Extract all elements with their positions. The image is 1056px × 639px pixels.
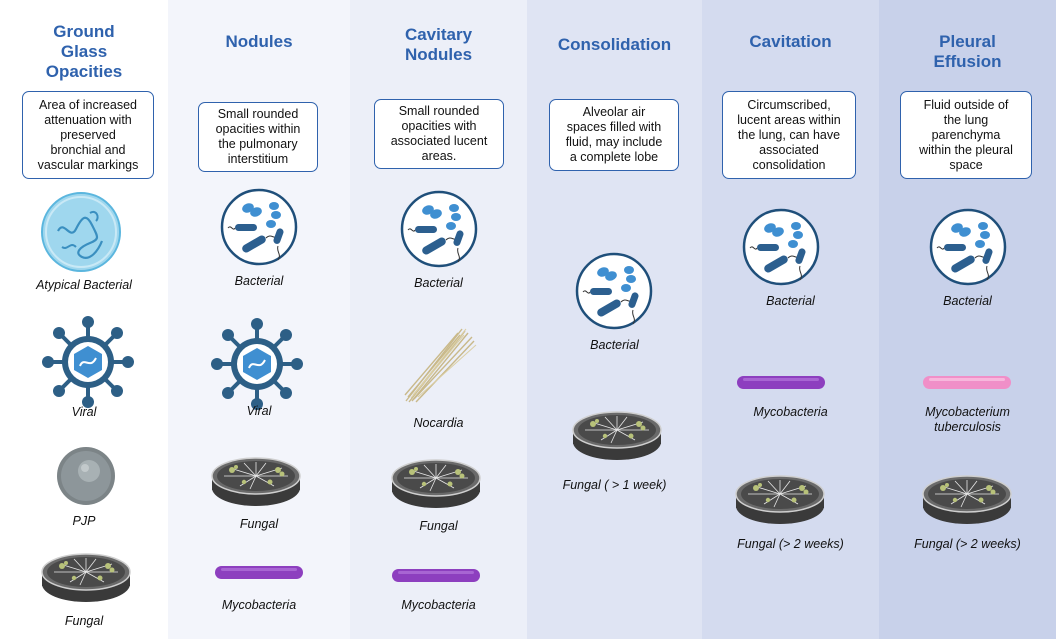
atypical-bacteria-icon [41,192,121,272]
virus-icon [42,316,134,408]
petri-dish-fungal-icon [922,475,1012,524]
bacteria-circle-icon [742,208,820,286]
caption-fungal-2-weeks: Fungal (> 2 weeks) [737,537,844,551]
caption-bacterial: Bacterial [766,294,815,308]
pjp-cell-icon [57,447,115,505]
heading-ground-glass-opacities: Ground Glass Opacities [45,22,123,81]
mycobacterium-tuberculosis-rod-icon [923,376,1011,389]
heading-pleural-effusion: Pleural Effusion [933,32,1002,71]
bacteria-circle-icon [575,252,653,330]
virus-icon [211,318,303,410]
caption-bacterial: Bacterial [234,274,284,288]
caption-mycobacteria: Mycobacteria [753,405,828,419]
caption-pjp: PJP [72,514,96,528]
petri-dish-fungal-icon [211,457,301,506]
caption-viral: Viral [71,405,97,419]
heading-cavitation: Cavitation [749,32,832,51]
caption-bacterial: Bacterial [414,276,463,290]
caption-nocardia: Nocardia [413,416,464,430]
caption-fungal: Fungal [239,517,279,531]
caption-fungal-1-week: Fungal ( > 1 week) [562,478,667,492]
description-pleural-effusion: Fluid outside of the lung parenchyma wit… [900,91,1032,179]
caption-viral: Viral [246,404,272,418]
caption-atypical-bacterial: Atypical Bacterial [36,278,132,292]
caption-fungal: Fungal [419,519,458,533]
bacteria-circle-icon [400,190,478,268]
description-nodules: Small rounded opacities within the pulmo… [198,102,318,172]
caption-fungal-2-weeks: Fungal (> 2 weeks) [914,537,1021,551]
caption-mycobacteria: Mycobacteria [221,598,297,612]
caption-bacterial: Bacterial [943,294,992,308]
caption-bacterial: Bacterial [590,338,639,352]
petri-dish-fungal-icon [735,475,825,524]
petri-dish-fungal-icon [41,553,131,602]
heading-nodules: Nodules [225,32,293,51]
nocardia-filaments-icon [404,328,477,403]
petri-dish-fungal-icon [572,411,662,460]
mycobacteria-rod-icon [737,376,825,389]
caption-mycobacteria: Mycobacteria [401,598,476,612]
bacteria-circle-icon [220,188,298,266]
caption-fungal: Fungal [64,614,104,628]
caption-mycobacterium-tuberculosis: Mycobacterium tuberculosis [925,405,1010,434]
heading-consolidation: Consolidation [557,35,672,54]
petri-dish-fungal-icon [391,459,481,508]
heading-cavitary-nodules: Cavitary Nodules [404,25,473,64]
mycobacteria-rod-icon [392,569,480,582]
description-cavitary-nodules: Small rounded opacities with associated … [374,99,504,169]
bacteria-circle-icon [929,208,1007,286]
description-cavitation: Circumscribed, lucent areas within the l… [722,91,856,179]
description-consolidation: Alveolar air spaces filled with fluid, m… [549,99,679,171]
mycobacteria-rod-icon [215,566,303,579]
description-ground-glass-opacities: Area of increased attenuation with prese… [22,91,154,179]
